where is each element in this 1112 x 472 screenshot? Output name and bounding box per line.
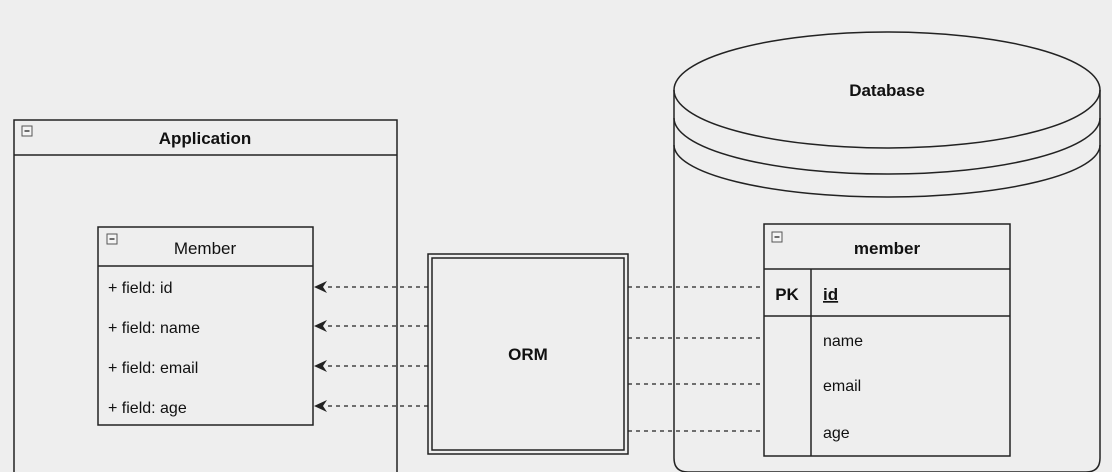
table-column: name [823,333,863,350]
application-title: Application [159,129,252,148]
table-column: email [823,378,861,395]
collapse-icon[interactable] [771,231,783,243]
orm-label: ORM [508,345,548,364]
arrowhead-icon [314,281,327,293]
collapse-icon[interactable] [21,125,33,137]
connector-arrow [314,281,428,293]
orm-to-class-connectors [314,281,428,412]
orm-to-table-connectors [628,286,764,432]
orm-box[interactable]: ORM [427,253,629,455]
pk-label: PK [775,285,799,304]
member-class-title: Member [174,239,237,258]
arrowhead-icon [314,320,327,332]
pk-column: id [823,285,838,304]
arrowhead-icon [314,360,327,372]
database-title: Database [849,81,925,100]
class-field: + field: name [108,320,200,337]
class-field: + field: id [108,280,172,297]
application-container[interactable]: Application [13,119,398,472]
database-cylinder[interactable]: Database [673,31,1101,472]
class-field: + field: age [108,400,187,417]
table-column: age [823,425,850,442]
arrowhead-icon [314,400,327,412]
connector-arrow [314,320,428,332]
connector-arrow [314,400,428,412]
member-class[interactable]: Member + field: id + field: name + field… [97,226,314,426]
member-table[interactable]: member PK id name email age [763,223,1011,457]
connector-arrow [314,360,428,372]
class-field: + field: email [108,360,198,377]
member-table-title: member [854,239,921,258]
collapse-icon[interactable] [106,233,118,245]
